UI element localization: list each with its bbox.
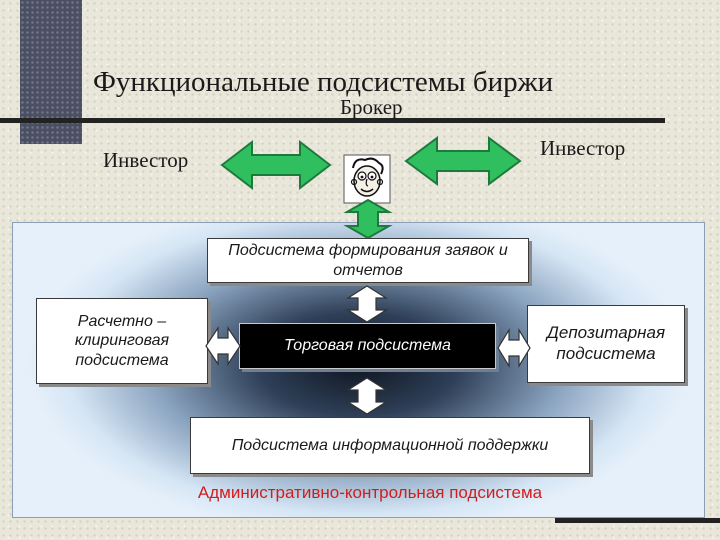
slide-title: Функциональные подсистемы биржи (93, 66, 554, 98)
bottom-rule (555, 518, 720, 523)
broker-panel-arrow (343, 198, 393, 240)
title-underline (0, 118, 665, 123)
depository-subsystem-box: Депозитарная подсистема (527, 305, 685, 383)
arrow-trading-info (345, 377, 389, 415)
admin-control-label: Административно-контрольная подсистема (197, 483, 543, 502)
arrow-trading-depository (497, 327, 531, 369)
broker-label: Брокер (340, 95, 403, 119)
investor-broker-arrow-left (220, 139, 332, 191)
order-reports-subsystem-box: Подсистема формирования заявок и отчетов (207, 238, 529, 283)
investor-right-label: Инвестор (540, 136, 626, 160)
info-support-subsystem-box: Подсистема информационной поддержки (190, 417, 590, 474)
trading-subsystem-box: Торговая подсистема (239, 323, 496, 369)
investor-broker-arrow-right (404, 136, 522, 186)
clearing-subsystem-box: Расчетно – клиринговая подсистема (36, 298, 208, 384)
broker-face-icon (343, 154, 391, 204)
arrow-orders-trading (345, 285, 389, 323)
arrow-clearing-trading (205, 326, 241, 366)
investor-left-label: Инвестор (103, 148, 189, 172)
